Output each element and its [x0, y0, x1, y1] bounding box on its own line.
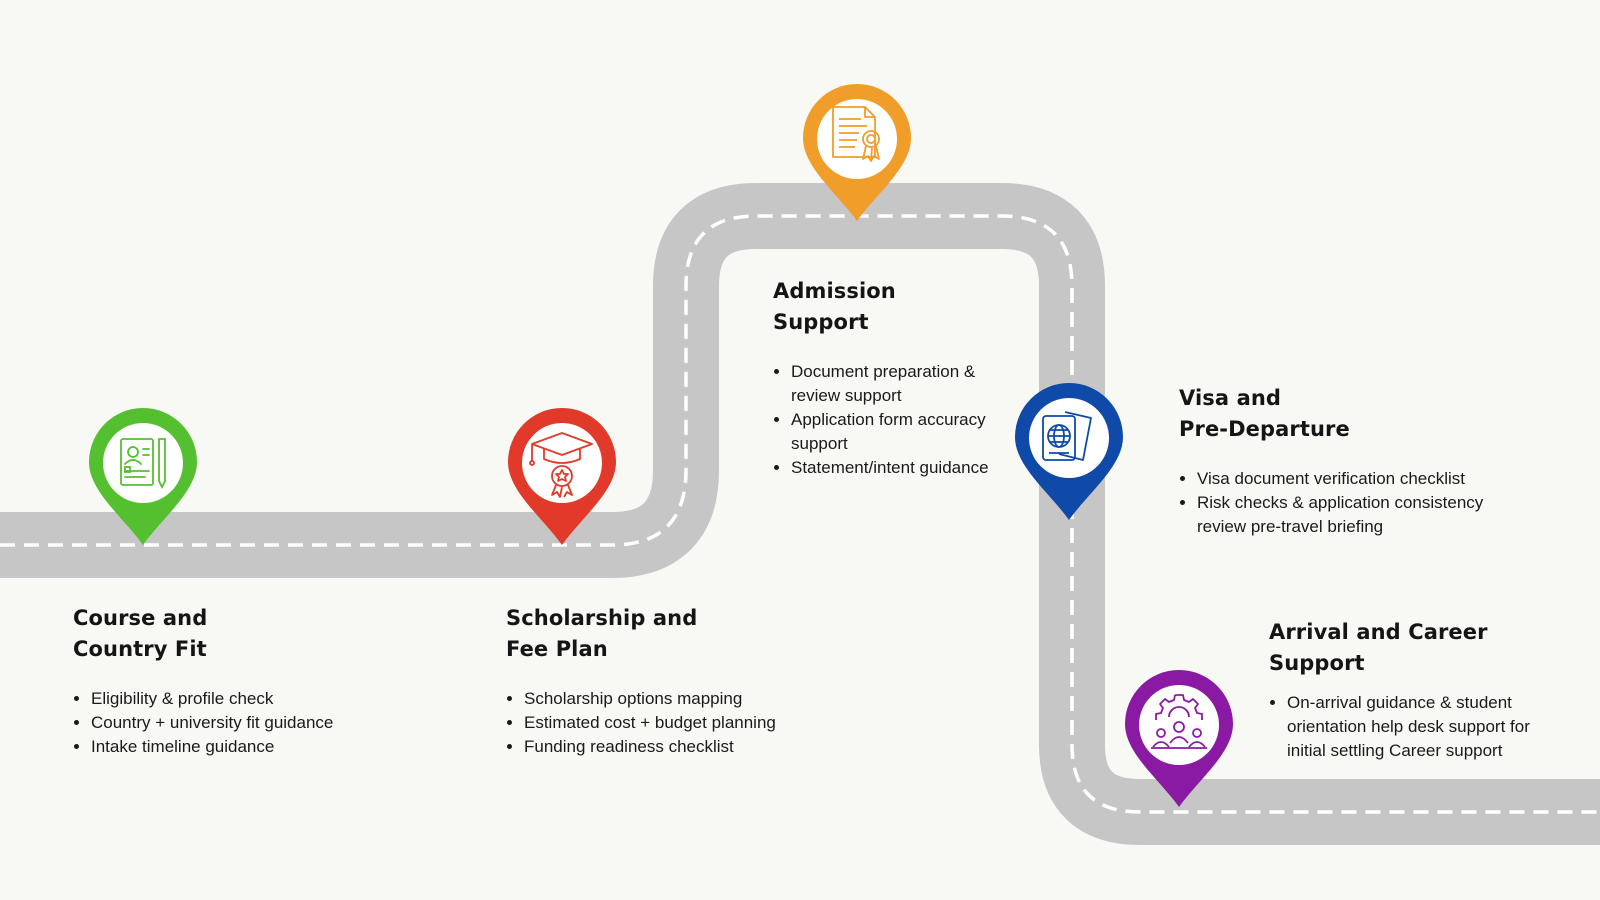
- bullet-item: Statement/intent guidance: [791, 456, 1003, 480]
- road-center-dashes: [0, 214, 1600, 814]
- graduation-cap-award-icon: [529, 432, 593, 498]
- bullet-list: On-arrival guidance & student orientatio…: [1269, 691, 1559, 763]
- stage-visa-pre-departure: Visa and Pre-Departure Visa document ver…: [1179, 383, 1524, 539]
- stage-scholarship-fee-plan: Scholarship and Fee Plan Scholarship opt…: [506, 603, 886, 759]
- bullet-item: Intake timeline guidance: [91, 735, 453, 759]
- bullet-item: Country + university fit guidance: [91, 711, 453, 735]
- title-line-1: Visa and: [1179, 386, 1282, 410]
- bullet-list: Visa document verification checklist Ris…: [1179, 467, 1524, 539]
- pin-admission: [803, 84, 911, 221]
- title-line-2: Support: [773, 310, 869, 334]
- title-line-2: Country Fit: [73, 637, 207, 661]
- stage-admission-support: Admission Support Document preparation &…: [773, 276, 1003, 480]
- title-line-1: Course and: [73, 606, 208, 630]
- bullet-item: Scholarship options mapping: [524, 687, 886, 711]
- title-line-1: Scholarship and: [506, 606, 698, 630]
- bullet-item: Visa document verification checklist: [1197, 467, 1524, 491]
- certificate-document-icon: [832, 106, 880, 162]
- pin-visa: [1015, 383, 1123, 520]
- title-line-2: Fee Plan: [506, 637, 608, 661]
- bullet-list: Document preparation & review support Ap…: [773, 360, 1003, 480]
- bullet-item: Funding readiness checklist: [524, 735, 886, 759]
- bullet-item: Eligibility & profile check: [91, 687, 453, 711]
- pin-course: [89, 408, 197, 545]
- stage-course-country-fit: Course and Country Fit Eligibility & pro…: [73, 603, 453, 759]
- title-line-2: Pre-Departure: [1179, 417, 1350, 441]
- bullet-item: Application form accuracy support: [791, 408, 1003, 456]
- stage-title: Admission Support: [773, 276, 1003, 338]
- pin-inner-circle: [1139, 685, 1219, 765]
- bullet-item: Risk checks & application consistency re…: [1197, 491, 1524, 539]
- pin-arrival: [1125, 670, 1233, 807]
- bullet-list: Scholarship options mapping Estimated co…: [506, 687, 886, 759]
- title-line-1: Arrival and Career: [1269, 620, 1488, 644]
- stage-title: Arrival and Career Support: [1269, 617, 1559, 679]
- title-line-1: Admission: [773, 279, 896, 303]
- resume-profile-icon: [120, 438, 166, 490]
- title-line-2: Support: [1269, 651, 1365, 675]
- stage-title: Visa and Pre-Departure: [1179, 383, 1524, 445]
- bullet-item: Estimated cost + budget planning: [524, 711, 886, 735]
- stage-title: Scholarship and Fee Plan: [506, 603, 886, 665]
- stage-arrival-career-support: Arrival and Career Support On-arrival gu…: [1269, 617, 1559, 763]
- bullet-item: Document preparation & review support: [791, 360, 1003, 408]
- stage-title: Course and Country Fit: [73, 603, 453, 665]
- passport-globe-icon: [1042, 411, 1092, 461]
- pin-inner-circle: [103, 423, 183, 503]
- team-gear-icon: [1151, 694, 1207, 749]
- pin-inner-circle: [817, 99, 897, 179]
- bullet-item: On-arrival guidance & student orientatio…: [1287, 691, 1559, 763]
- pin-scholarship: [508, 408, 616, 545]
- bullet-list: Eligibility & profile check Country + un…: [73, 687, 453, 759]
